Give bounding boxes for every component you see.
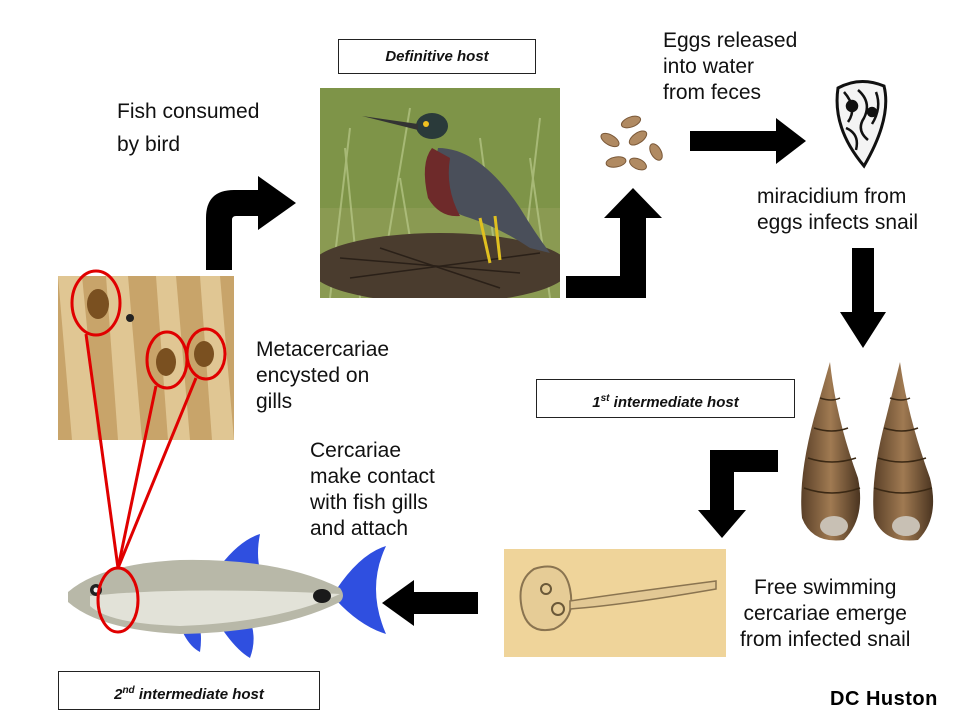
arrow-miracidium-to-snail xyxy=(840,248,886,348)
arrow-cercaria-to-fish xyxy=(382,580,478,626)
author-credit: DC Huston xyxy=(830,688,938,710)
heron-image xyxy=(320,88,560,298)
eggs-image xyxy=(596,112,668,172)
definitive-host-label: Definitive host xyxy=(338,39,536,74)
second-intermediate-host-label: 2nd intermediate host xyxy=(58,671,320,710)
miracidium-image xyxy=(828,78,892,170)
arrow-bird-to-eggs xyxy=(566,188,662,298)
cercaria-image xyxy=(504,549,726,657)
arrow-snail-to-cercaria xyxy=(698,450,778,538)
snail-shells-image xyxy=(796,358,946,548)
arrow-fish-to-bird xyxy=(206,176,296,270)
first-intermediate-host-label: 1st intermediate host xyxy=(536,379,795,418)
arrow-eggs-to-snail xyxy=(690,118,806,164)
gills-image xyxy=(58,276,234,440)
